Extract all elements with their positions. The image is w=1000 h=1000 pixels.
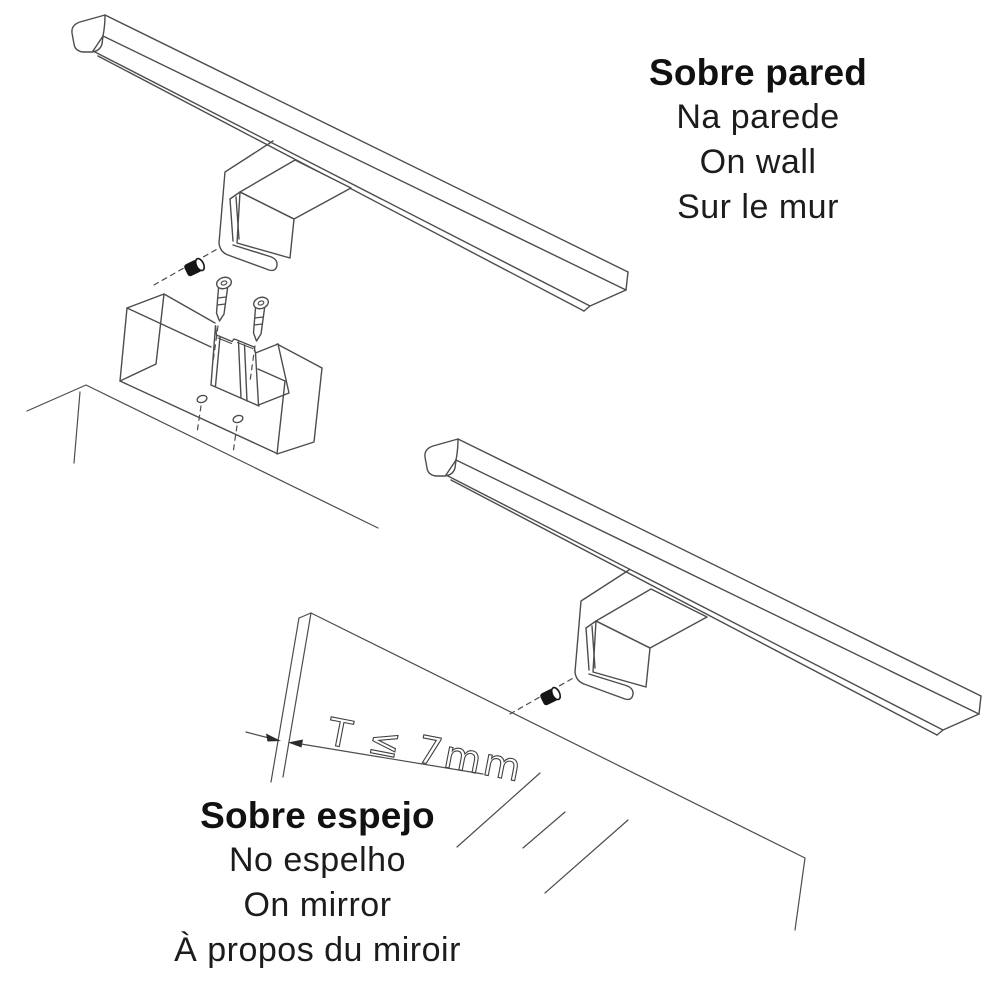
caption-mirror-line-fr: À propos du miroir xyxy=(174,931,461,969)
caption-mirror-title: Sobre espejo xyxy=(200,795,435,836)
mirror-lamp-bar xyxy=(424,438,982,736)
wall-lamp-bar xyxy=(71,14,629,312)
caption-wall-line-fr: Sur le mur xyxy=(677,188,839,226)
screw-holes xyxy=(196,394,244,454)
mounting-screws xyxy=(212,274,271,382)
caption-wall-line-en: On wall xyxy=(699,143,817,181)
mirror-set-screw xyxy=(509,676,576,715)
wall-lamp-bracket xyxy=(218,140,352,272)
mirror-lamp-bracket xyxy=(574,569,708,701)
caption-wall-mount: Sobre pared Na parede On wall Sur le mur xyxy=(558,50,958,230)
thickness-annotation: T ≤ 7mm xyxy=(323,709,527,790)
caption-mirror-line-pt: No espelho xyxy=(228,841,406,879)
thickness-dimension: T ≤ 7mm xyxy=(245,709,528,791)
screw-icon xyxy=(251,294,271,342)
wall-box xyxy=(119,293,323,455)
caption-mirror-line-en: On mirror xyxy=(243,886,392,924)
screw-icon xyxy=(214,274,234,322)
wall-installation-drawing xyxy=(26,14,629,529)
caption-wall-title: Sobre pared xyxy=(648,52,868,93)
mirror-reflection-marks xyxy=(456,772,629,894)
bracket-pocket xyxy=(210,325,290,407)
mirror-pane xyxy=(270,612,806,931)
wall-corner xyxy=(26,384,379,529)
caption-wall-line-pt: Na parede xyxy=(676,98,840,136)
wall-set-screw xyxy=(153,247,220,286)
caption-mirror-mount: Sobre espejo No espelho On mirror À prop… xyxy=(115,793,520,973)
